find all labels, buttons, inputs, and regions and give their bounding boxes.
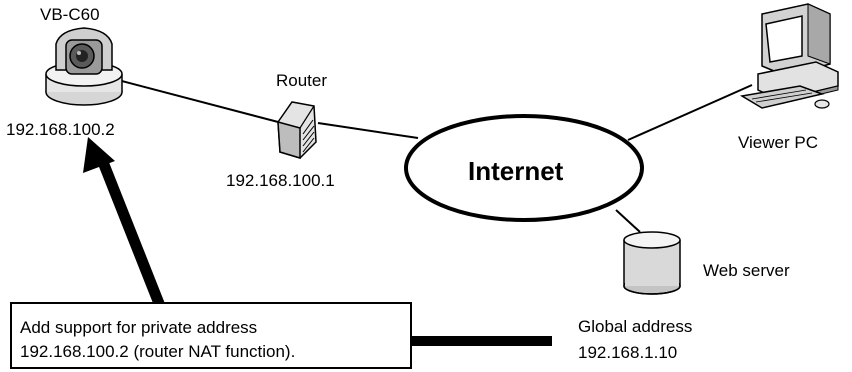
viewer-pc-icon (739, 3, 839, 109)
global-address-connector (412, 336, 552, 346)
nat-note-line1: Add support for private address (20, 318, 258, 337)
webserver-icon (623, 231, 681, 295)
nat-note-line2: 192.168.100.2 (router NAT function). (20, 342, 296, 361)
router-ip: 192.168.100.1 (226, 171, 335, 190)
router-internet-link (317, 122, 419, 139)
nat-note-box: Add support for private address 192.168.… (10, 302, 412, 369)
camera-ip: 192.168.100.2 (6, 120, 115, 139)
nat-arrow-shaft (97, 159, 166, 309)
camera-name: VB-C60 (40, 5, 100, 24)
camera-icon (45, 27, 123, 106)
internet-cloud (404, 114, 644, 222)
viewer-pc-name: Viewer PC (738, 133, 818, 152)
webserver-name: Web server (703, 261, 790, 280)
global-address-label: Global address (578, 317, 693, 336)
internet-viewer-link (627, 84, 753, 141)
router-name: Router (276, 71, 328, 90)
global-address-ip: 192.168.1.10 (578, 343, 678, 362)
internet-webserver-link (615, 209, 641, 233)
nat-arrow-head (83, 137, 115, 173)
camera-router-link (117, 79, 283, 124)
internet-label: Internet (468, 156, 564, 186)
router-icon (277, 101, 317, 160)
